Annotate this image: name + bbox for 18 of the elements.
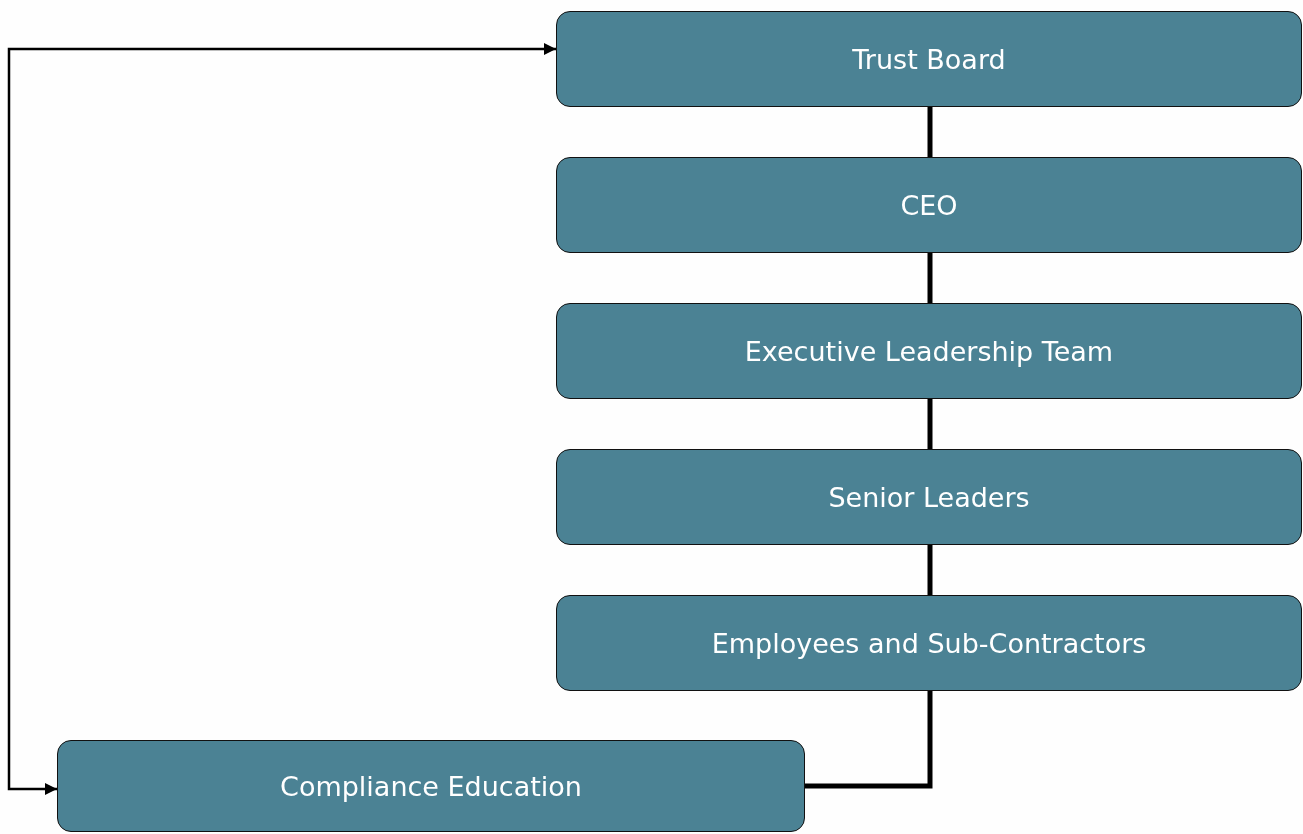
- connector-line: [927, 107, 933, 157]
- box-label: Executive Leadership Team: [744, 335, 1114, 367]
- process-box: [57, 740, 805, 832]
- box-label: Senior Leaders: [828, 481, 1030, 513]
- process-box: [556, 11, 1302, 107]
- box-label: Employees and Sub-Contractors: [711, 627, 1147, 659]
- process-box: [556, 449, 1302, 545]
- arrow: [7, 43, 556, 795]
- box-label: Compliance Education: [280, 770, 582, 802]
- process-box: [556, 157, 1302, 253]
- connector-line: [927, 253, 933, 303]
- box-label: CEO: [900, 189, 958, 221]
- process-box: [556, 595, 1302, 691]
- box-label: Trust Board: [852, 43, 1006, 75]
- connector-line: [927, 545, 933, 595]
- connector-line: [805, 691, 933, 789]
- process-box: [556, 303, 1302, 399]
- connector-line: [927, 399, 933, 449]
